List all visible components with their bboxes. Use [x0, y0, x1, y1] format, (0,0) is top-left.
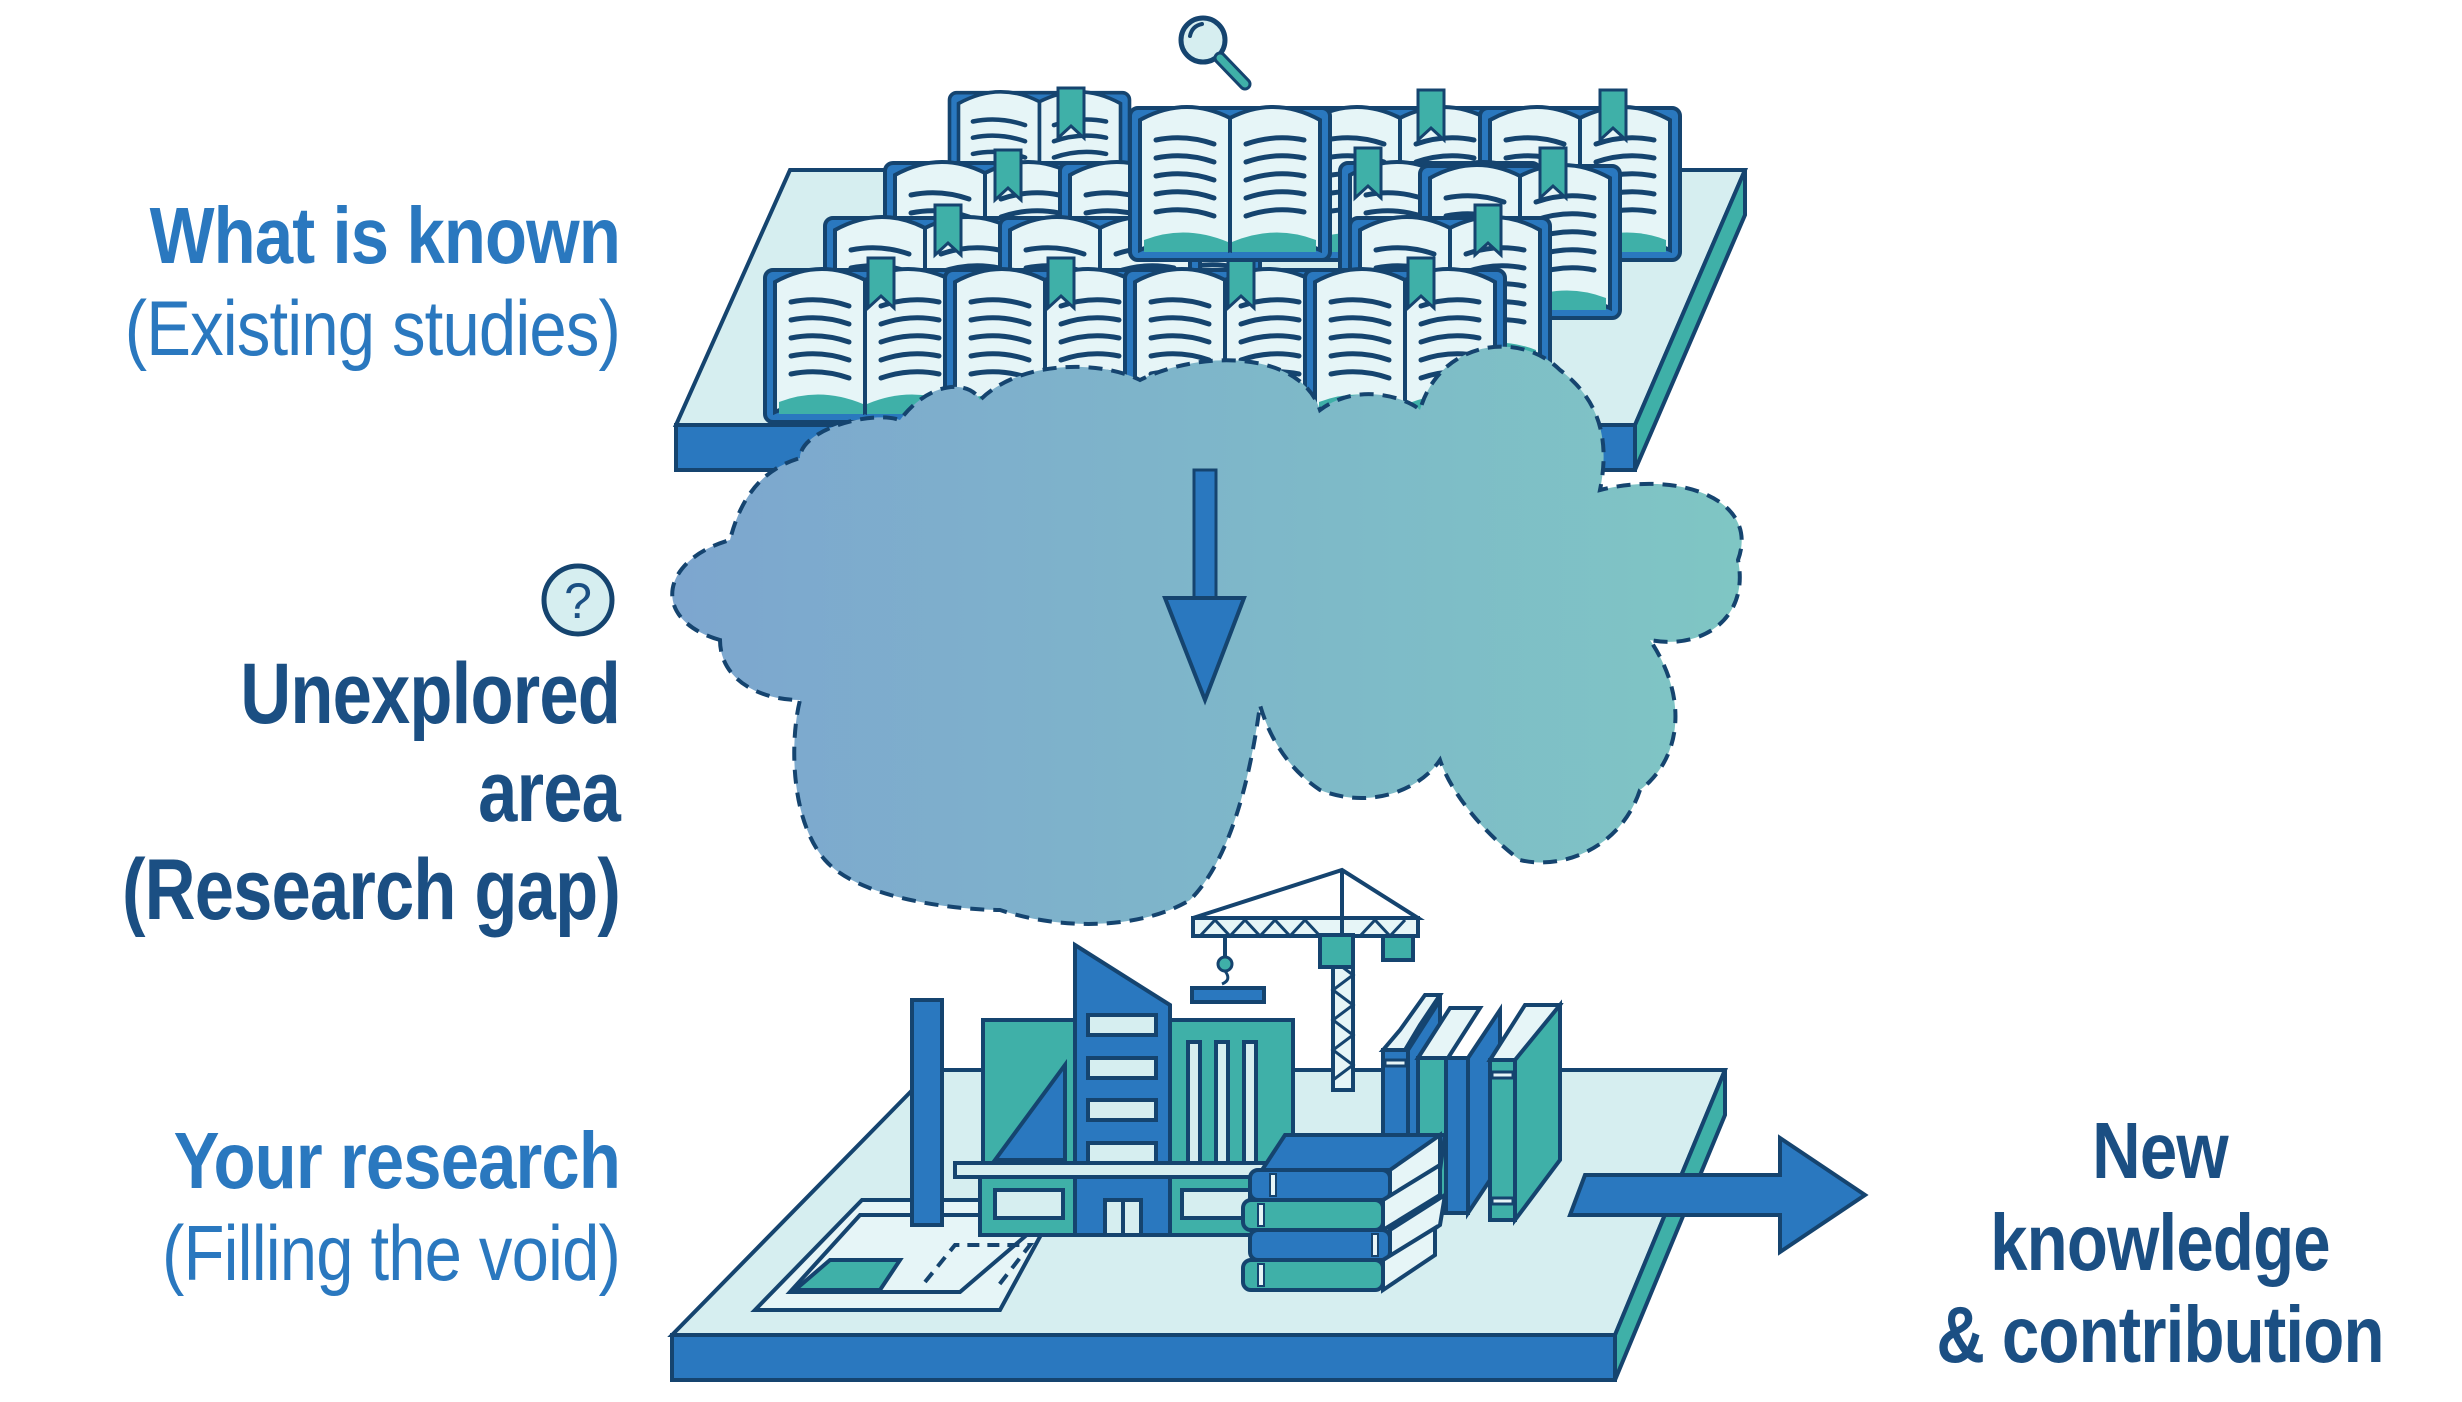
building — [910, 941, 1295, 1237]
your-research-subtitle: (Filling the void) — [162, 1209, 621, 1297]
known-title: What is known — [149, 191, 621, 280]
your-research-label: Your research (Filling the void) — [40, 1115, 621, 1299]
magnifying-glass-icon — [1178, 15, 1252, 91]
known-subtitle: (Existing studies) — [124, 284, 621, 372]
your-research-title: Your research — [173, 1116, 621, 1205]
gap-subtitle: (Research gap) — [121, 842, 621, 938]
gap-title: Unexplored area — [240, 646, 621, 840]
known-label: What is known (Existing studies) — [40, 190, 621, 374]
outcome-subtitle: & contribution — [1936, 1290, 2384, 1379]
question-glyph: ? — [564, 573, 592, 629]
gap-label: Unexplored area (Research gap) — [0, 645, 621, 939]
crane — [1190, 867, 1425, 1092]
right-arrow — [1567, 1134, 1869, 1256]
outcome-label: New knowledge & contribution — [1880, 1105, 2440, 1381]
question-mark-icon: ? — [541, 563, 615, 637]
stacked-books — [1241, 1131, 1448, 1294]
featured-book — [1130, 107, 1330, 260]
outcome-title: New knowledge — [1990, 1106, 2331, 1287]
down-arrow — [1162, 468, 1247, 706]
